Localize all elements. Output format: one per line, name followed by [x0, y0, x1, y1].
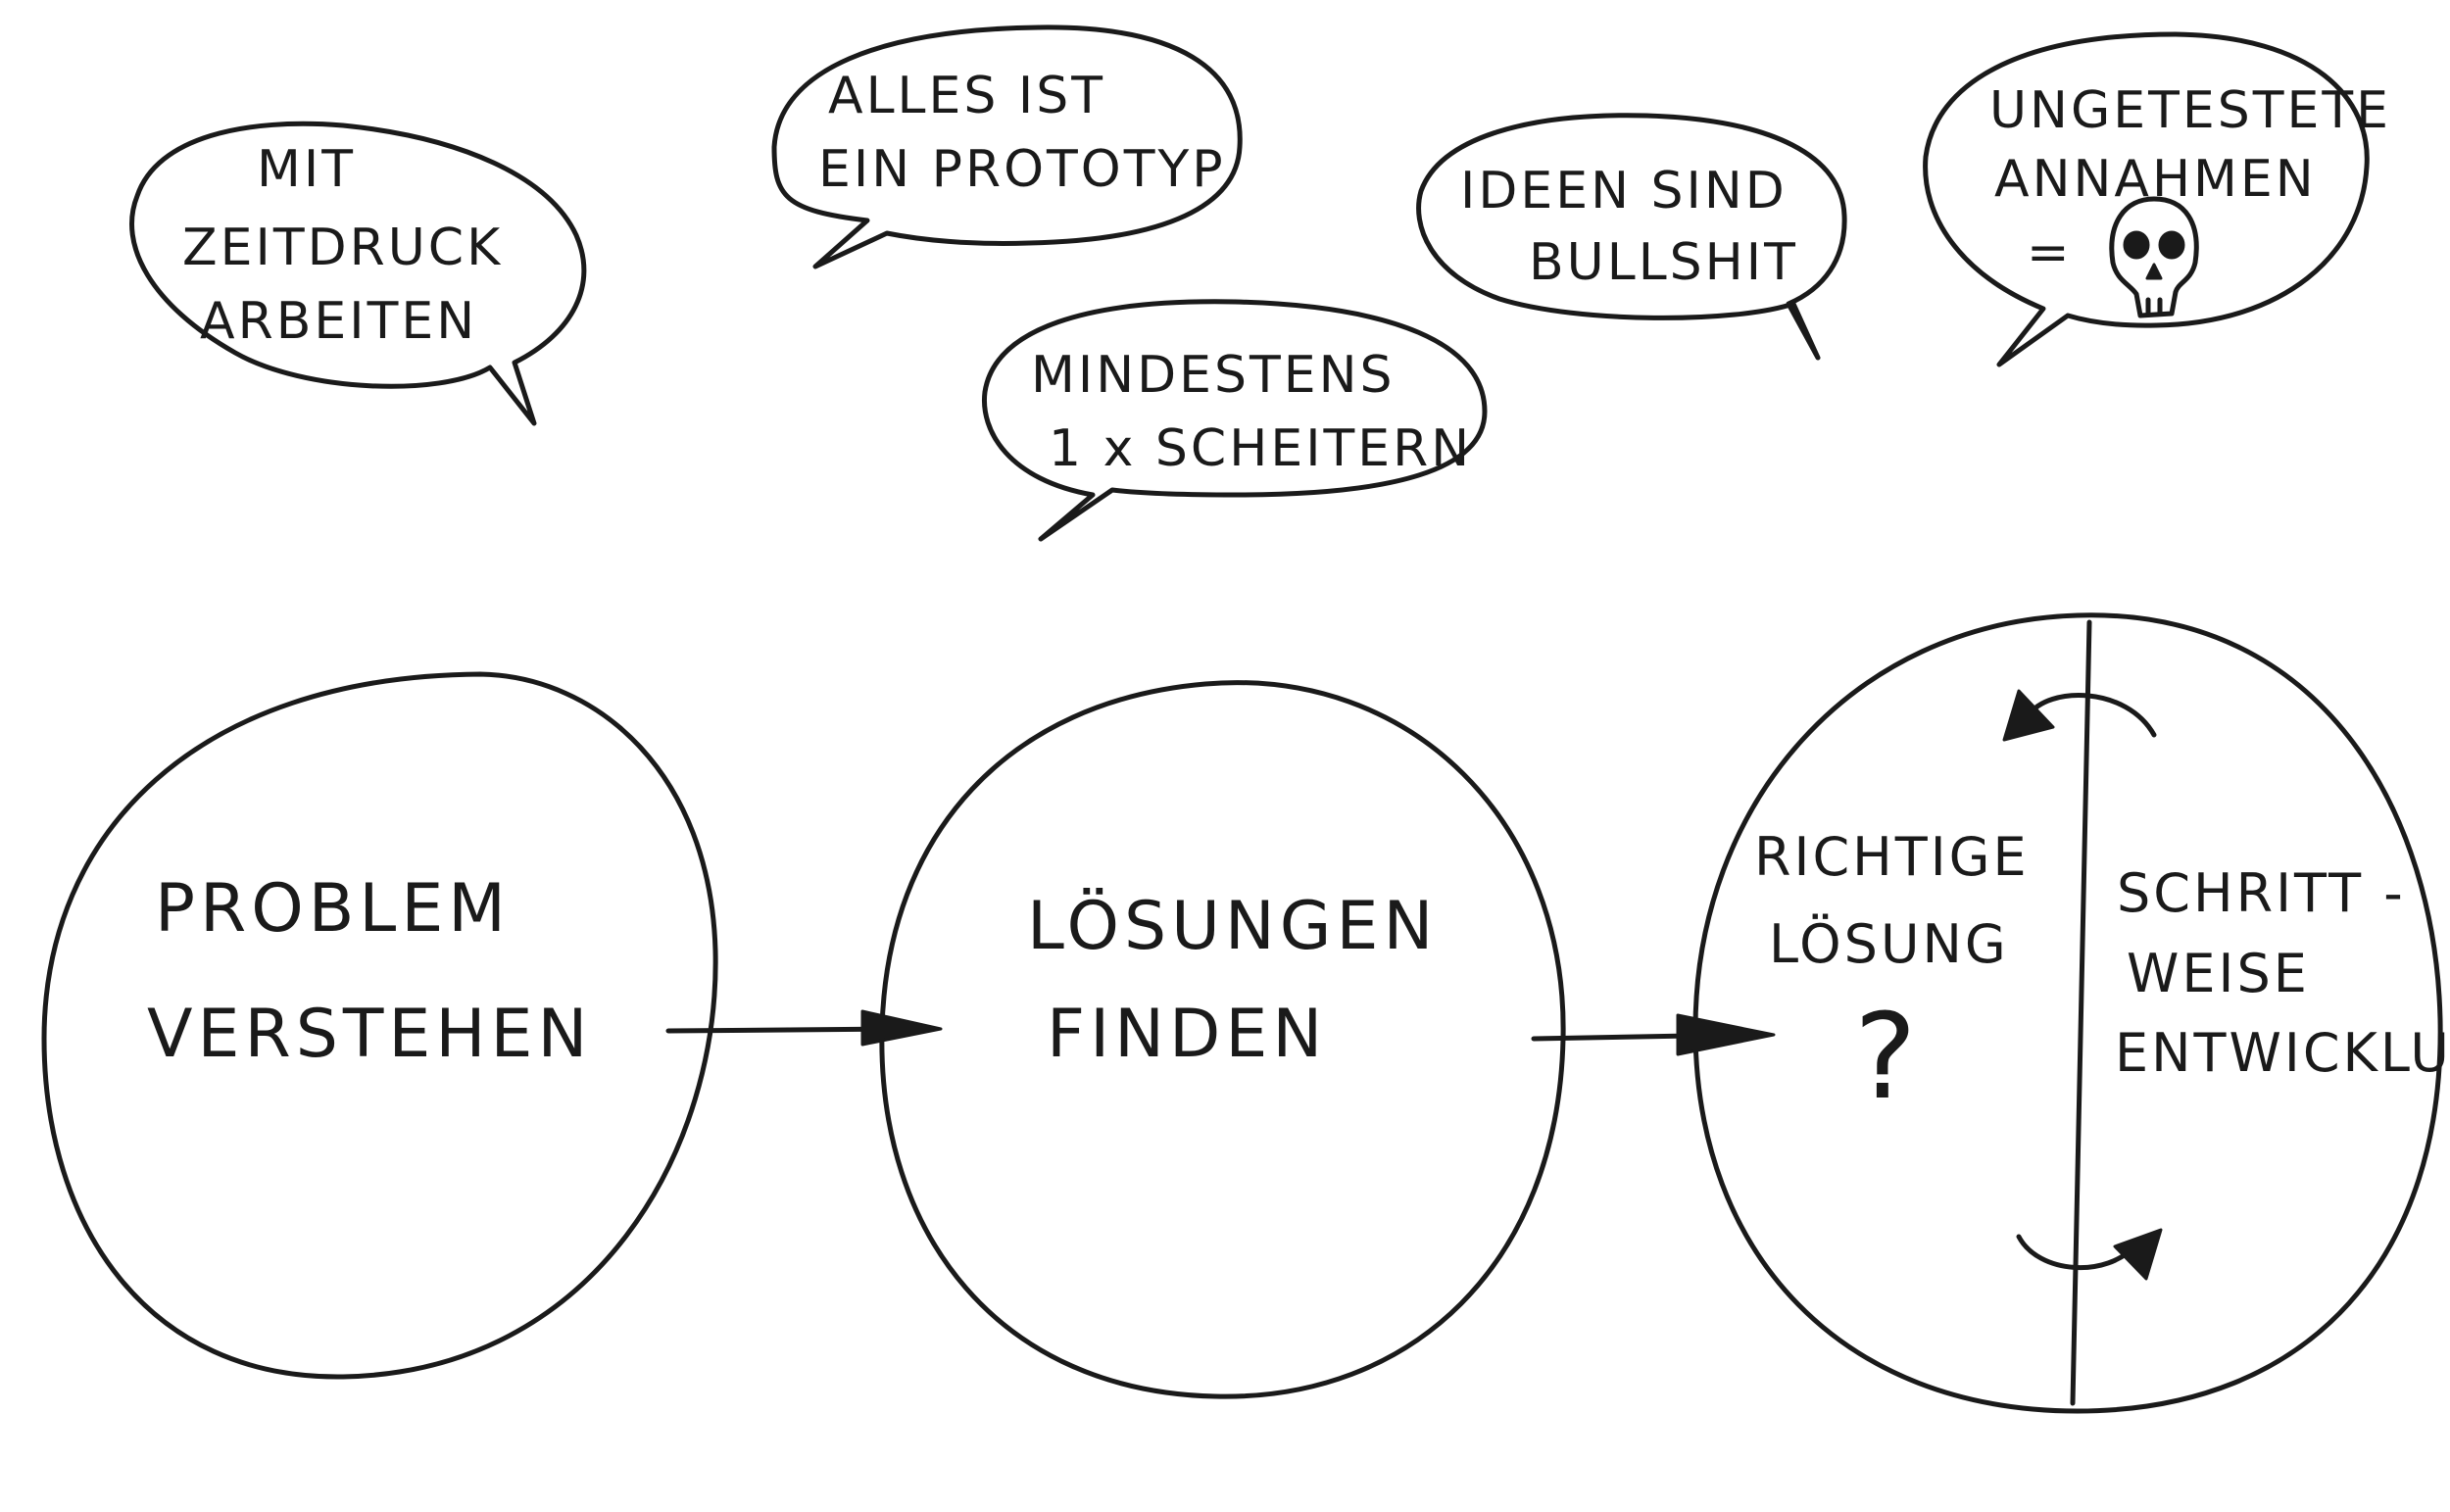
bubble-line: MINDESTENS	[1031, 346, 1396, 405]
bubble-outline	[981, 299, 1488, 542]
bubble-line: IDEEN SIND	[1460, 162, 1788, 220]
bubble-outline	[129, 121, 587, 426]
bubble-line: EIN PROTOTYP	[818, 140, 1226, 199]
speech-bubble-annahmen: UNGETESTETE ANNAHMEN =	[1923, 31, 2391, 367]
question-mark: ?	[1854, 990, 1920, 1126]
bubble-outline	[1923, 31, 2370, 367]
bubble-line: ALLES IST	[828, 67, 1105, 125]
bubble-outline	[1416, 113, 1847, 361]
stage-circle	[1692, 612, 2443, 1414]
stage-problem-verstehen: PROBLEM VERSTEHEN	[41, 671, 718, 1380]
stage-entwicklung: RICHTIGE LÖSUNG ? SCHRITT - WEISE ENTWIC…	[1692, 612, 2450, 1414]
speech-bubble-scheitern: MINDESTENS 1 x SCHEITERN	[981, 299, 1488, 542]
speech-bubble-zeitdruck: MIT ZEITDRUCK ARBEITEN	[129, 121, 587, 426]
stage-title-line: FINDEN	[1047, 996, 1327, 1073]
bubble-line: BULLSHIT	[1529, 233, 1798, 292]
left-half-line: LÖSUNG	[1769, 913, 2009, 975]
stage-circle	[41, 671, 718, 1380]
bubble-line: ARBEITEN	[200, 292, 477, 351]
left-half-line: RICHTIGE	[1754, 826, 2030, 888]
stage-title-line: VERSTEHEN	[147, 996, 592, 1073]
speech-bubble-prototyp: ALLES IST EIN PROTOTYP	[771, 24, 1243, 269]
right-half-line: WEISE	[2127, 943, 2310, 1004]
stage-title-line: PROBLEM	[155, 870, 511, 948]
bubble-line: =	[2027, 223, 2073, 282]
stage-title-line: LÖSUNGEN	[1027, 888, 1438, 965]
stage-loesungen-finden: LÖSUNGEN FINDEN	[879, 680, 1566, 1399]
bubble-outline	[771, 24, 1243, 269]
right-half-line: ENTWICKLUNG	[2115, 1022, 2450, 1084]
divider-line	[2070, 619, 2092, 1406]
bubble-line: MIT	[257, 140, 356, 199]
speech-bubble-bullshit: IDEEN SIND BULLSHIT	[1416, 113, 1847, 361]
bubble-line: ZEITDRUCK	[182, 219, 503, 277]
stage-circle	[879, 680, 1566, 1399]
right-half-line: SCHRITT -	[2117, 862, 2406, 924]
arrow-right-icon	[1531, 1013, 1776, 1056]
bubble-line: 1 x SCHEITERN	[1049, 419, 1472, 478]
cycle-arrows-icon	[2002, 689, 2163, 1281]
skull-icon	[2109, 196, 2199, 318]
bubble-line: UNGETESTETE	[1989, 81, 2391, 140]
